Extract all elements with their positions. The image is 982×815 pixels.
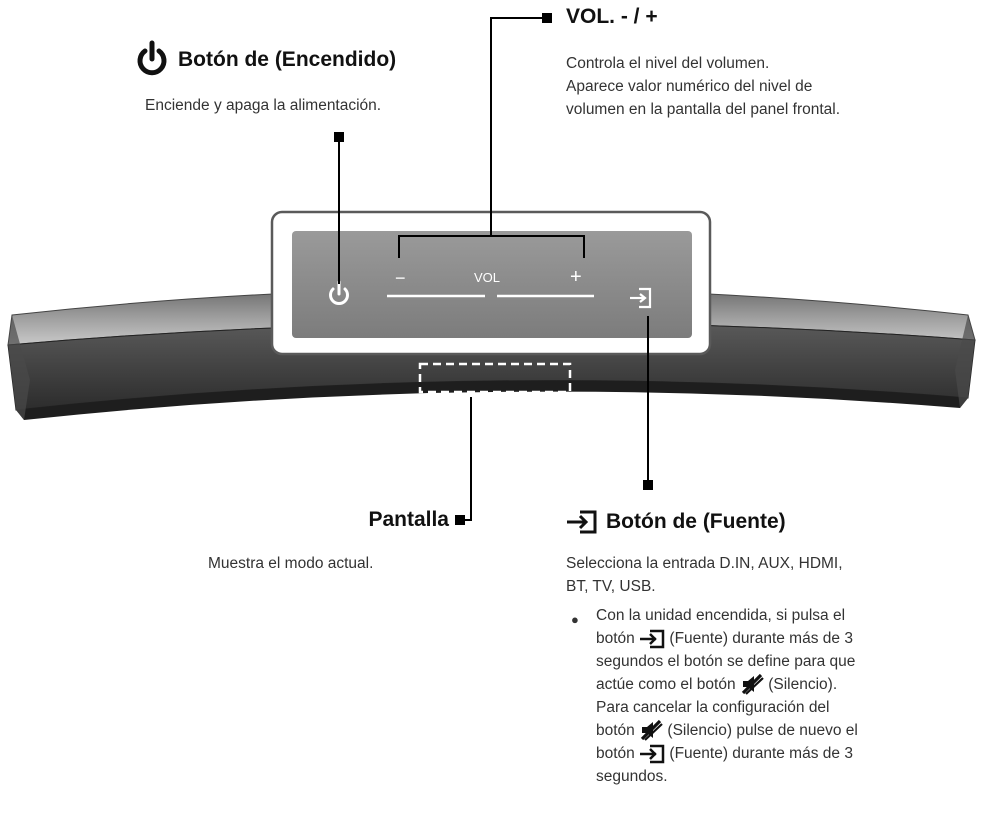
volume-desc-line: Aparece valor numérico del nivel de	[566, 78, 813, 95]
note-line: actúe como el botón (Silencio).	[596, 673, 936, 696]
leader-markers	[334, 13, 653, 525]
mute-icon	[741, 673, 764, 695]
source-input-icon	[640, 744, 665, 764]
note-text: botón	[596, 745, 635, 762]
volume-desc-line: volumen en la pantalla del panel frontal…	[566, 101, 841, 118]
source-input-icon	[640, 629, 665, 649]
display-window	[418, 362, 572, 394]
note-line: Con la unidad encendida, si pulsa el	[596, 607, 846, 624]
source-note: Con la unidad encendida, si pulsa el bot…	[596, 604, 936, 788]
mute-icon	[640, 719, 663, 741]
note-line: Para cancelar la configuración del	[596, 699, 830, 716]
source-desc-line: BT, TV, USB.	[566, 578, 656, 595]
volume-description: Controla el nivel del volumen. Aparece v…	[566, 52, 926, 121]
note-text: botón	[596, 630, 635, 647]
note-text: (Fuente) durante más de 3	[669, 745, 853, 762]
note-text: actúe como el botón	[596, 676, 736, 693]
vol-minus-label: −	[395, 268, 406, 288]
display-title: Pantalla	[368, 508, 449, 531]
note-bullet: ●	[571, 612, 579, 627]
note-text: (Fuente) durante más de 3	[669, 630, 853, 647]
note-line: botón (Fuente) durante más de 3	[596, 627, 936, 650]
source-input-icon	[567, 510, 597, 534]
power-description: Enciende y apaga la alimentación.	[145, 97, 382, 114]
source-description: Selecciona la entrada D.IN, AUX, HDMI, B…	[566, 552, 936, 598]
power-callout: Botón de (Encendido)	[132, 40, 396, 80]
source-callout: Botón de (Fuente)	[566, 505, 786, 539]
volume-desc-line: Controla el nivel del volumen.	[566, 55, 770, 72]
vol-plus-label: +	[570, 266, 582, 288]
source-input-icon[interactable]	[630, 287, 652, 309]
note-text: botón	[596, 722, 635, 739]
power-icon	[137, 40, 167, 76]
note-text: (Silencio) pulse de nuevo el	[667, 722, 858, 739]
vol-label: VOL	[474, 270, 500, 285]
note-line: botón (Fuente) durante más de 3	[596, 742, 936, 765]
source-desc-line: Selecciona la entrada D.IN, AUX, HDMI,	[566, 555, 843, 572]
display-description: Muestra el modo actual.	[208, 555, 374, 572]
control-panel: − VOL +	[270, 210, 712, 356]
note-line: botón (Silencio) pulse de nuevo el	[596, 719, 936, 742]
note-line: segundos el botón se define para que	[596, 653, 856, 670]
power-title: Botón de (Encendido)	[178, 48, 397, 71]
leader-lines	[338, 17, 649, 521]
volume-title: VOL. - / +	[566, 5, 658, 28]
note-text: (Silencio).	[768, 676, 838, 693]
note-line: segundos.	[596, 768, 668, 785]
source-title: Botón de (Fuente)	[606, 510, 786, 533]
